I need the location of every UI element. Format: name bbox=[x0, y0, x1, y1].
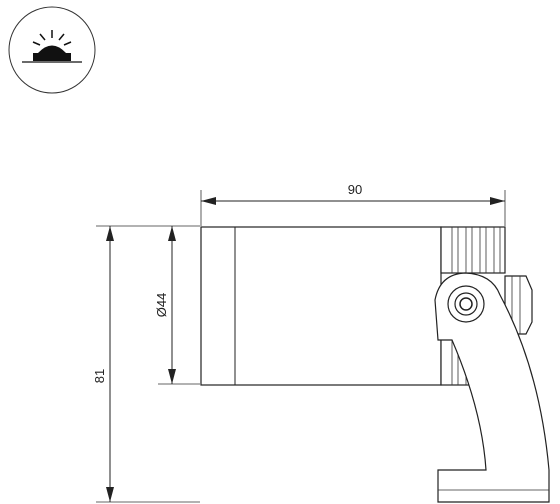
width-label: 90 bbox=[348, 182, 362, 197]
width-dimension: 90 bbox=[200, 182, 506, 226]
diameter-label: Ø44 bbox=[154, 293, 169, 318]
cooling-fins-top bbox=[440, 226, 506, 274]
lamp-beam-icon bbox=[8, 6, 96, 94]
height-label: 81 bbox=[92, 369, 107, 383]
lamp-body bbox=[200, 226, 550, 503]
height-dimension: 81 bbox=[92, 225, 200, 503]
mounting-bracket bbox=[434, 272, 550, 503]
diameter-dimension: Ø44 bbox=[154, 226, 200, 385]
pivot-bolt bbox=[447, 285, 485, 323]
